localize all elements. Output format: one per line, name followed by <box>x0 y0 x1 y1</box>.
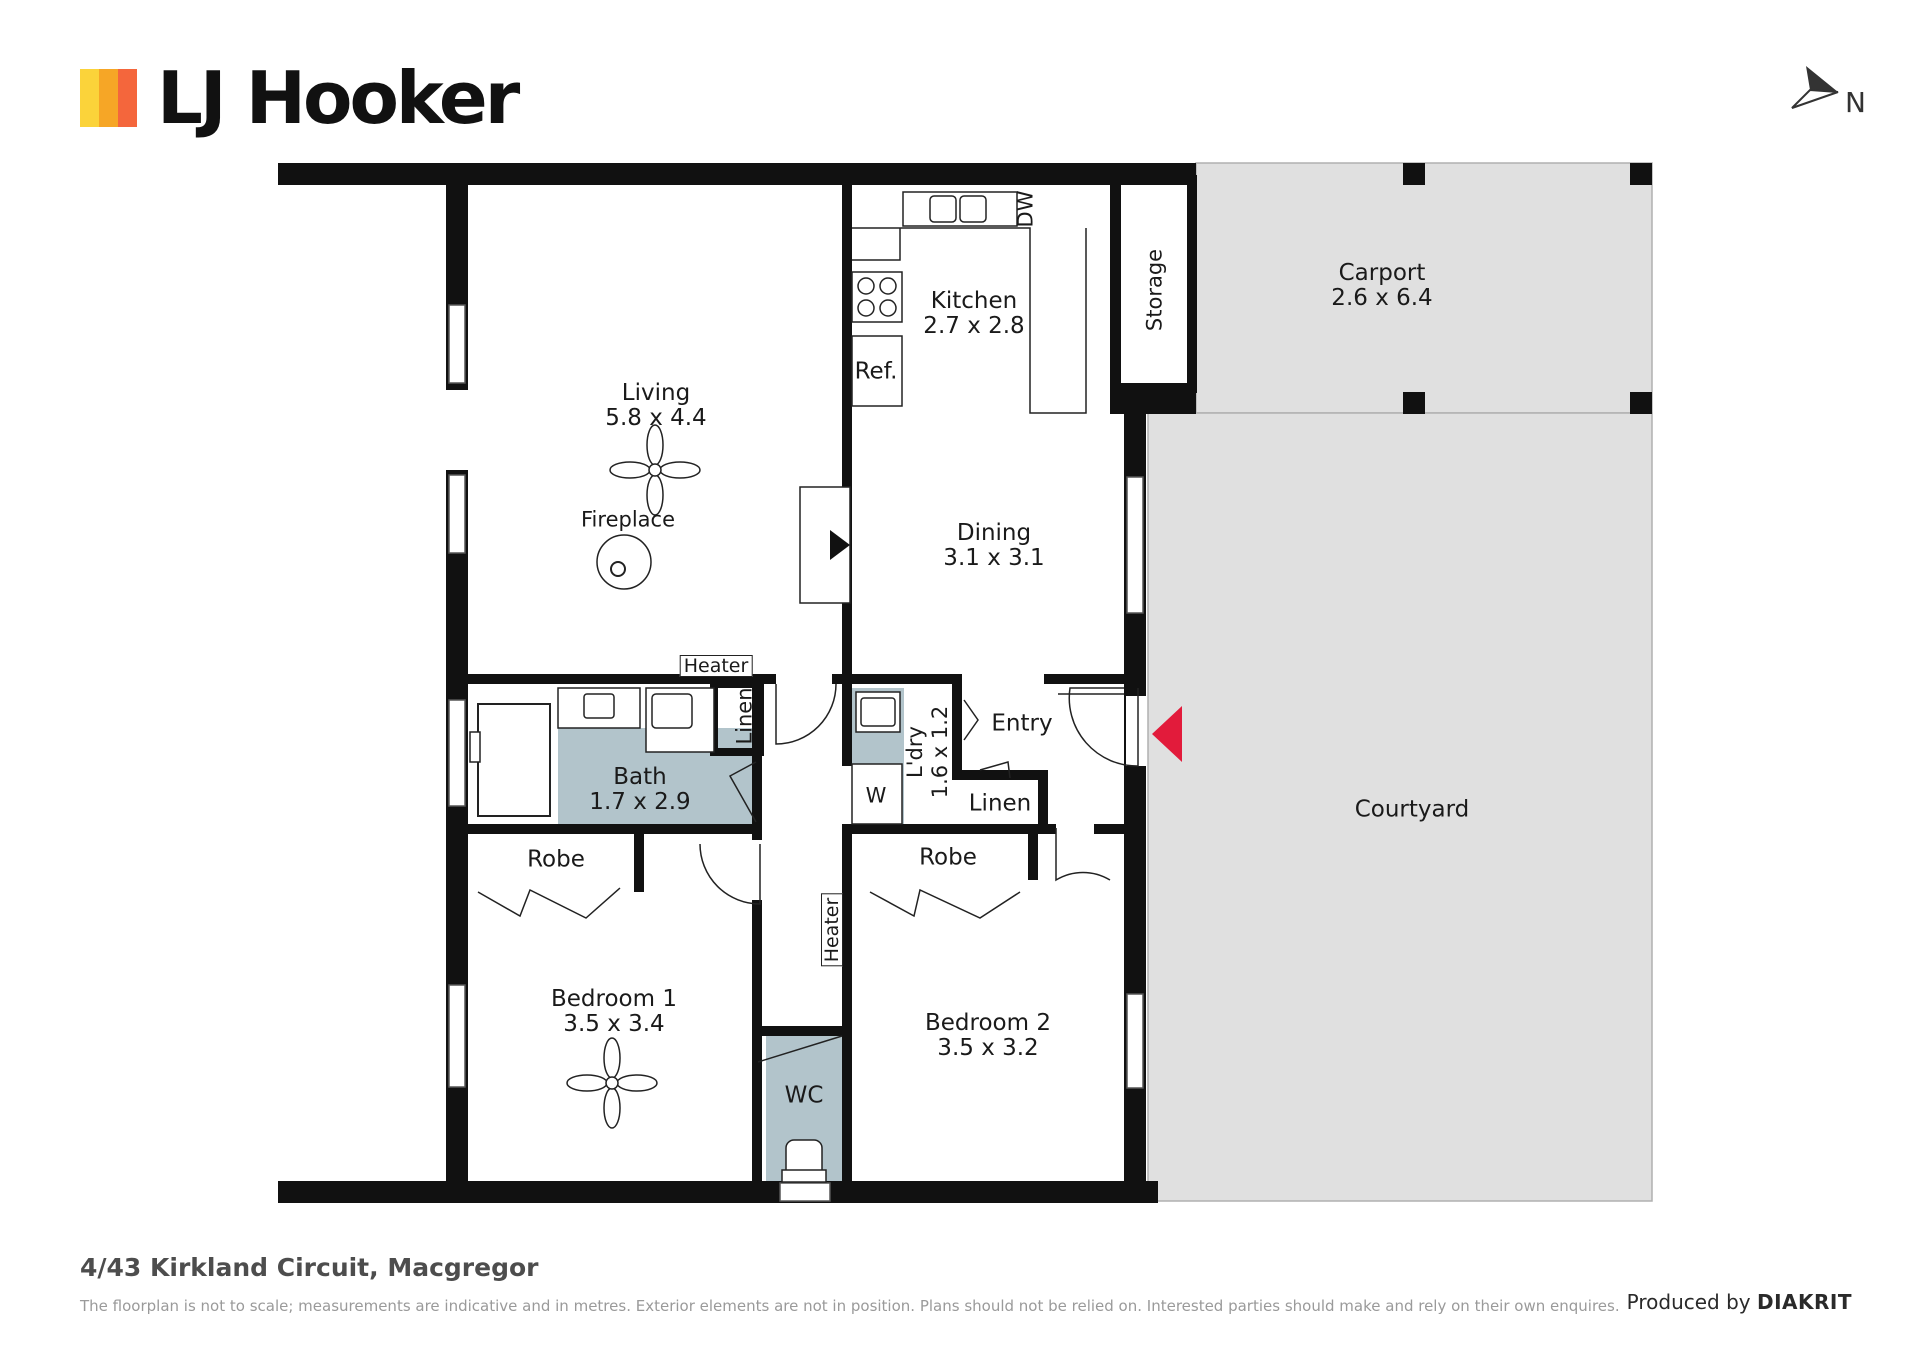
entry-marker-icon <box>1152 706 1182 762</box>
door-swing <box>757 1035 843 1063</box>
wall <box>1110 392 1196 414</box>
ceiling-fan-icon <box>609 424 701 516</box>
brand-name: LJ Hooker <box>157 56 520 140</box>
wall <box>278 1181 1158 1203</box>
washer-label: W <box>865 783 887 808</box>
courtyard-area <box>1147 412 1653 1202</box>
carport-post <box>1403 163 1425 185</box>
window <box>1126 993 1144 1089</box>
north-arrow-icon <box>1791 66 1839 109</box>
north-label: N <box>1845 86 1866 119</box>
wall <box>842 824 852 1194</box>
wall <box>1028 824 1038 880</box>
window <box>448 304 466 384</box>
door-swing <box>699 843 761 905</box>
logo-bar <box>80 69 99 127</box>
carport-post <box>1403 392 1425 414</box>
ref-label: Ref. <box>854 358 898 385</box>
wall <box>952 770 1048 780</box>
heater-label: Heater <box>679 655 753 677</box>
window <box>779 1182 831 1202</box>
door-swing <box>979 761 1011 779</box>
logo-bars-icon <box>80 69 137 127</box>
producer-brand: DIAKRIT <box>1756 1290 1852 1314</box>
carport-area <box>1195 162 1653 414</box>
wall <box>842 824 1056 834</box>
robe-label: Robe <box>527 846 585 873</box>
wall <box>1038 770 1048 834</box>
wall <box>634 824 644 892</box>
kitchen-counter <box>852 228 901 261</box>
wall <box>752 900 762 1190</box>
producer-prefix: Produced by <box>1626 1290 1751 1314</box>
wall <box>446 824 762 834</box>
robe-doors <box>477 887 621 919</box>
linen-label: Linen <box>732 687 757 745</box>
producer-credit: Produced by DIAKRIT <box>1627 1290 1852 1314</box>
door-swing <box>775 683 837 745</box>
window <box>1126 476 1144 614</box>
wall <box>842 674 852 766</box>
window <box>448 984 466 1088</box>
carport-post <box>1630 392 1652 414</box>
bath-basin-icon <box>645 687 715 753</box>
window <box>448 474 466 554</box>
robe-doors <box>869 888 1021 919</box>
wall <box>278 163 1196 185</box>
wall <box>842 163 852 693</box>
heater-label: Heater <box>821 893 843 967</box>
property-address: 4/43 Kirkland Circuit, Macgregor <box>80 1253 539 1282</box>
carport-post <box>1630 163 1652 185</box>
brand-logo: LJ Hooker <box>80 56 520 140</box>
kitchen-counter <box>852 227 1087 414</box>
wall <box>446 674 776 684</box>
shower-icon <box>477 703 551 817</box>
fridge-icon <box>851 335 903 407</box>
fireplace-icon <box>596 534 652 590</box>
wall <box>1094 824 1124 834</box>
door-swing <box>1068 687 1139 767</box>
washer-icon <box>851 763 903 825</box>
door-swing <box>728 761 757 823</box>
storage-label: Storage <box>1142 248 1167 332</box>
window <box>448 699 466 807</box>
wc-label: WC <box>784 1082 824 1109</box>
door-swing <box>1055 828 1111 882</box>
robe-label: Robe <box>919 844 977 871</box>
wall <box>952 674 962 780</box>
wall <box>1044 674 1134 684</box>
linen-entry-label: Linen <box>968 790 1032 817</box>
entry-label: Entry <box>991 710 1053 737</box>
logo-bar <box>118 69 137 127</box>
stove-icon <box>851 271 903 323</box>
fireplace-label: Fireplace <box>581 507 675 532</box>
wall <box>832 674 962 684</box>
disclaimer-text: The floorplan is not to scale; measureme… <box>80 1297 1620 1315</box>
wall <box>752 674 762 840</box>
courtyard-label: Courtyard <box>1354 796 1470 823</box>
logo-bar <box>99 69 118 127</box>
ceiling-fan-icon <box>566 1037 658 1129</box>
door-swing <box>963 699 979 741</box>
wall <box>752 1026 842 1036</box>
dw-label: DW <box>1013 190 1038 228</box>
